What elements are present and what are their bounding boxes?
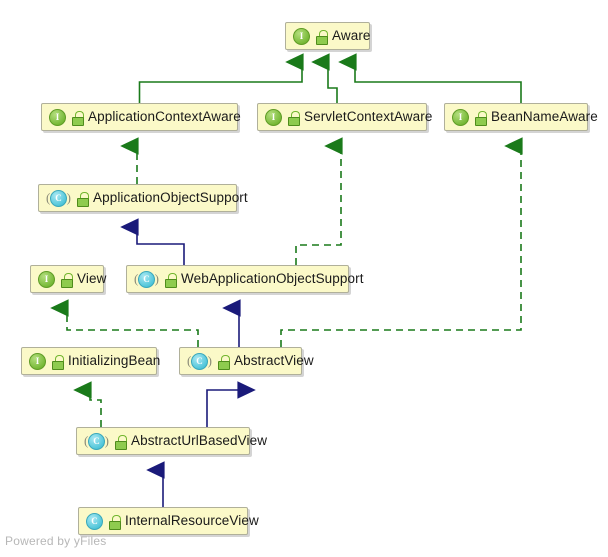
lock-icon (52, 354, 64, 370)
uml-edge-edge-waos-aos (120, 218, 185, 265)
lock-icon (61, 272, 73, 288)
uml-edge-edge-bnaware-aware (338, 53, 522, 103)
uml-node-label: ServletContextAware (304, 109, 433, 125)
interface-icon: I (38, 270, 55, 288)
uml-node-bean-name-aware[interactable]: I BeanNameAware (444, 103, 598, 131)
uml-node-initializing-bean[interactable]: I InitializingBean (21, 347, 161, 375)
interface-icon: I (49, 108, 66, 126)
uml-edge-edge-waos-scaware (295, 137, 343, 265)
interface-icon: I (452, 108, 469, 126)
uml-node-label: InitializingBean (68, 353, 161, 369)
interface-icon: I (29, 352, 46, 370)
class-icon: C (84, 432, 109, 450)
uml-node-label: WebApplicationObjectSupport (181, 271, 364, 287)
uml-node-aware[interactable]: I Aware (285, 22, 370, 50)
interface-icon: I (265, 108, 282, 126)
interface-icon: I (293, 27, 310, 45)
uml-node-label: InternalResourceView (125, 513, 259, 529)
class-icon: C (134, 270, 159, 288)
uml-node-abstract-url-based-view[interactable]: C AbstractUrlBasedView (76, 427, 267, 455)
lock-icon (475, 110, 487, 126)
uml-node-label: ApplicationContextAware (88, 109, 241, 125)
lock-icon (77, 191, 89, 207)
lock-icon (72, 110, 84, 126)
uml-edge-edge-acaware-aware (138, 53, 304, 103)
uml-edge-edge-abstractview-bnaware (280, 137, 523, 347)
lock-icon (115, 434, 127, 450)
uml-node-view[interactable]: I View (30, 265, 107, 293)
lock-icon (165, 272, 177, 288)
uml-node-abstract-view[interactable]: C AbstractView (179, 347, 314, 375)
lock-icon (218, 354, 230, 370)
uml-node-label: View (77, 271, 107, 287)
uml-node-label: AbstractUrlBasedView (131, 433, 268, 449)
uml-node-label: Aware (332, 28, 371, 44)
class-icon: C (86, 512, 103, 530)
uml-node-label: ApplicationObjectSupport (93, 190, 248, 206)
lock-icon (316, 29, 328, 45)
uml-edge-edge-scaware-aware (311, 53, 338, 103)
uml-edge-edge-abstractview-view (50, 299, 199, 347)
uml-node-application-object-support[interactable]: C ApplicationObjectSupport (38, 184, 248, 212)
class-icon: C (46, 189, 71, 207)
lock-icon (288, 110, 300, 126)
yfiles-watermark: Powered by yFiles (5, 534, 107, 548)
uml-edge-edge-aubv-initializingbean (73, 381, 102, 427)
class-icon: C (187, 352, 212, 370)
uml-node-web-application-object-support[interactable]: C WebApplicationObjectSupport (126, 265, 363, 293)
uml-edge-edge-aubv-abstractview (206, 381, 256, 428)
uml-node-internal-resource-view[interactable]: C InternalResourceView (78, 507, 259, 535)
uml-node-label: BeanNameAware (491, 109, 598, 125)
uml-node-application-context-aware[interactable]: I ApplicationContextAware (41, 103, 241, 131)
uml-node-servlet-context-aware[interactable]: I ServletContextAware (257, 103, 432, 131)
lock-icon (109, 514, 121, 530)
uml-node-label: AbstractView (234, 353, 314, 369)
